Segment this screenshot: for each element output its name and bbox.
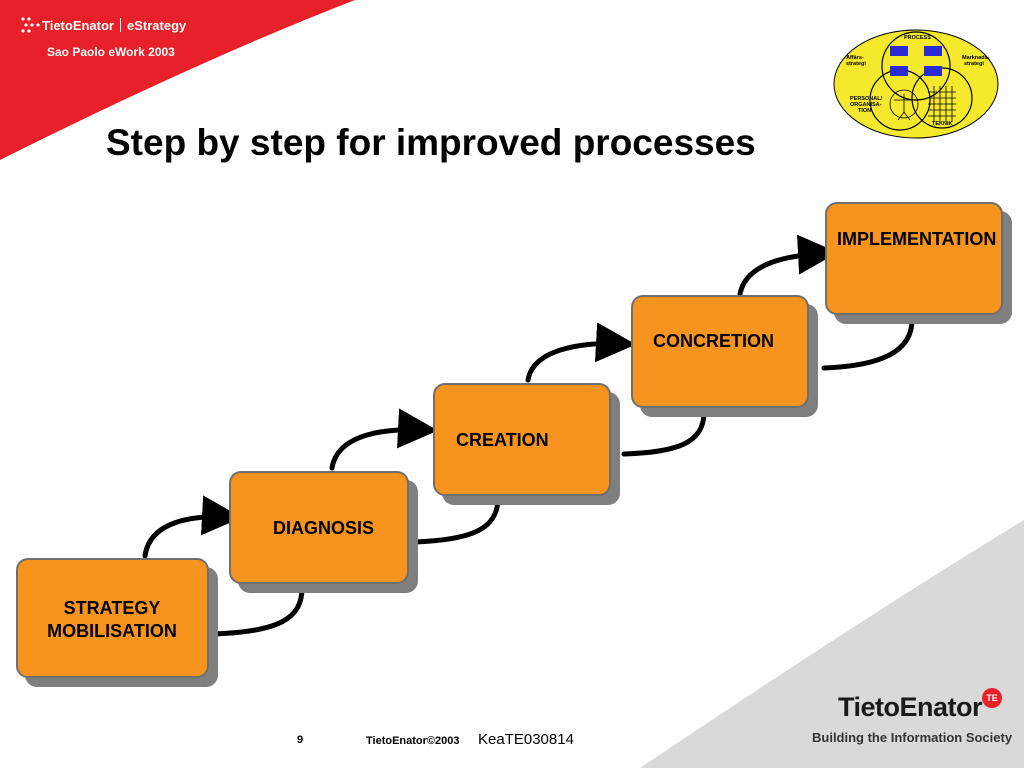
step-label-implementation: IMPLEMENTATION: [837, 229, 997, 249]
page-number: 9: [297, 734, 304, 746]
step-box-strategy-mobilisation: [16, 558, 209, 678]
step-label-concretion: CONCRETION: [653, 331, 774, 351]
venn-label-personal-3: TION: [858, 108, 872, 114]
step-box-creation: [433, 383, 611, 496]
venn-label-marknads-2: strategi: [964, 61, 984, 67]
arrow-forward-3: [525, 322, 636, 383]
step-label-line-2: MOBILISATION: [47, 621, 177, 641]
footer-grey-swoosh: [640, 520, 1024, 768]
process-venn-diagram: PROCESS Affärs- strategi Marknads- strat…: [832, 28, 1002, 140]
arrow-return-3: [621, 409, 707, 457]
header-brand: TietoEnator eStrategy: [42, 18, 186, 33]
arrow-return-4: [821, 317, 915, 371]
arrow-return-1: [209, 585, 305, 637]
brand-dots-icon: [21, 17, 40, 33]
tietoenator-logo-wordmark: TietoEnator: [838, 692, 983, 722]
page-title: Step by step for improved processes: [106, 122, 756, 163]
step-box-concretion: [631, 295, 809, 408]
arrow-forward-2: [329, 408, 438, 471]
header-event: Sao Paolo eWork 2003: [47, 45, 175, 59]
venn-label-affars: Affärs-: [846, 55, 864, 61]
step-box-diagnosis: [229, 471, 409, 584]
venn-label-personal-1: PERSONAL/: [850, 96, 883, 102]
step-box-implementation: [825, 202, 1003, 315]
venn-label-teknik: TEKNIK: [932, 121, 953, 127]
header-red-wedge: [0, 0, 355, 160]
header-brand-name: TietoEnator: [42, 18, 114, 33]
venn-label-process: PROCESS: [904, 35, 931, 41]
step-label-strategy-mobilisation: STRATEGY MOBILISATION: [40, 597, 184, 643]
logo-tagline: Building the Information Society: [812, 730, 1013, 745]
footer-copyright: TietoEnator©2003: [366, 735, 460, 747]
te-badge-icon: TE: [982, 688, 1002, 708]
step-label-creation: CREATION: [456, 430, 549, 450]
step-label-diagnosis: DIAGNOSIS: [273, 518, 375, 538]
arrow-return-2: [411, 495, 501, 545]
header-divider: [120, 18, 121, 32]
venn-label-personal-2: ORGANISA-: [850, 102, 882, 108]
venn-label-affars-2: strategi: [846, 61, 866, 67]
footer-document-code: KeaTE030814: [478, 731, 574, 748]
venn-label-marknads: Marknads-: [962, 55, 990, 61]
arrow-forward-1: [142, 495, 242, 559]
step-label-line-1: STRATEGY: [63, 598, 161, 618]
venn-graphic: [833, 29, 999, 139]
header-product: eStrategy: [127, 18, 187, 33]
arrow-forward-4: [737, 234, 838, 297]
